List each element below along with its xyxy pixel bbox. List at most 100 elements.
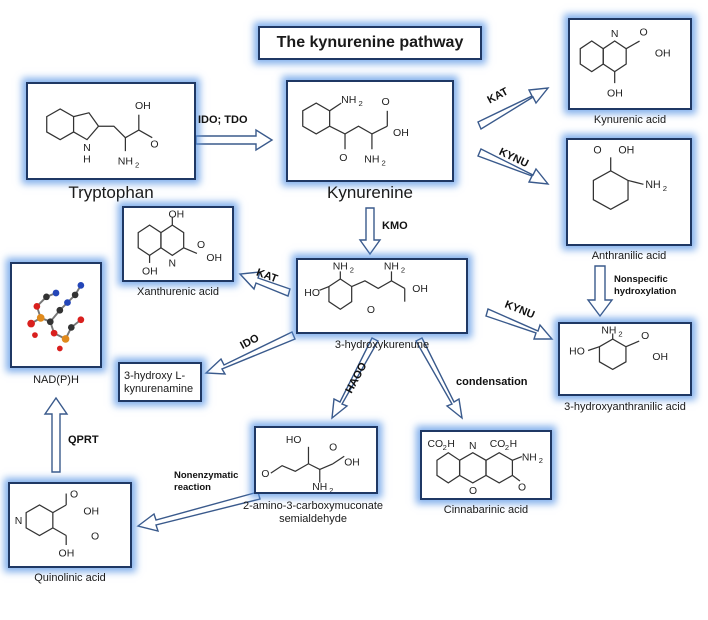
- 3haa-nh2-sub: 2: [618, 329, 622, 338]
- 3-hydroxyanthranilic-acid-label: 3-hydroxyanthranilic acid: [564, 401, 686, 413]
- cina-co2h-tail: H: [447, 439, 454, 450]
- cinnabarinic-acid-label: Cinnabarinic acid: [443, 504, 529, 516]
- anthranilic-acid-structure: O OH NH 2: [592, 144, 667, 211]
- kynurenine-box: NH 2 O O OH NH 2: [286, 80, 454, 182]
- kynurenic-acid-box: N O OH OH: [568, 18, 692, 110]
- atom-carbon: [46, 318, 54, 326]
- cina-co2h-label: CO: [428, 439, 444, 450]
- 3-hydroxyanthranilic-acid-box: NH 2 HO O OH: [558, 322, 692, 396]
- atom-oxygen: [27, 319, 35, 328]
- atom-nitrogen: [64, 299, 71, 306]
- 3haa-oh-label: OH: [652, 352, 668, 363]
- kyn-nh2-sub: 2: [358, 99, 362, 108]
- tryptophan-label: Tryptophan: [68, 183, 154, 202]
- trp-oh-label: OH: [135, 100, 151, 112]
- atom-oxygen: [56, 345, 63, 352]
- cina-co2h2-sub: 2: [505, 443, 509, 452]
- xa-n-label: N: [169, 259, 177, 270]
- kynurenine-label: Kynurenine: [326, 183, 413, 202]
- 3hk-ho-label: HO: [304, 288, 320, 299]
- cina-o-label: O: [469, 486, 477, 497]
- kyna-oh-label: OH: [655, 47, 671, 59]
- cinnabarinic-acid-box: CO 2 H CO 2 H N O NH 2 O: [420, 430, 552, 500]
- acms-structure: O HO O OH NH 2: [261, 435, 360, 492]
- aa-nh2-label: NH: [645, 179, 660, 191]
- trp-n-label: N: [83, 142, 91, 154]
- trp-nh2-sub: 2: [135, 160, 139, 169]
- arrow-trp-to-kyn: [195, 128, 274, 152]
- cina-co2h2-label: CO: [490, 439, 506, 450]
- xa-o-label: O: [197, 240, 205, 251]
- xa-oh-label: OH: [169, 209, 185, 220]
- xa-oh3-label: OH: [142, 266, 158, 277]
- atom-carbon: [43, 293, 50, 301]
- kyna-n-label: N: [611, 28, 619, 40]
- arrow-3hk-to-xanthurenic: [238, 271, 291, 297]
- cinnabarinic-acid-structure: CO 2 H CO 2 H N O NH 2 O: [428, 439, 543, 497]
- enzyme-ido-tdo: IDO; TDO: [198, 114, 248, 126]
- anthranilic-acid-box: O OH NH 2: [566, 138, 692, 246]
- acms-label: 2-amino-3-carboxymuconate semialdehyde: [242, 500, 383, 525]
- atom-carbon: [67, 324, 75, 331]
- kyn-oh-label: OH: [393, 127, 409, 139]
- kyn-nh2-label: NH: [341, 94, 356, 106]
- kyn-o-label: O: [339, 152, 347, 164]
- qa-n-label: N: [15, 516, 23, 527]
- qa-o2-label: O: [91, 531, 99, 542]
- aa-oh-label: OH: [618, 144, 634, 156]
- 3hk-oh-label: OH: [412, 284, 428, 295]
- 3hk-nh2-label: NH: [333, 261, 348, 272]
- arrow-anthranilic-to-3haa: [586, 265, 614, 318]
- nadph-label: NAD(P)H: [33, 374, 79, 386]
- xanthurenic-acid-structure: OH N O OH OH: [137, 209, 222, 277]
- acms-box: O HO O OH NH 2: [254, 426, 378, 494]
- enzyme-nonspecific-hydroxylation: Nonspecific hydroxylation: [614, 274, 677, 297]
- cina-co2h2-tail: H: [510, 439, 517, 450]
- arrow-kyn-to-anthranilic: [477, 148, 550, 185]
- diagram-title: The kynurenine pathway: [258, 26, 482, 60]
- atom-oxygen: [32, 332, 38, 338]
- atom-carbon: [71, 291, 79, 299]
- trp-h-label: H: [83, 154, 91, 166]
- cina-co2h-sub: 2: [443, 443, 447, 452]
- cina-nh2-sub: 2: [539, 456, 543, 465]
- enzyme-nonenzymatic-reaction: Nonenzymatic reaction: [174, 470, 239, 493]
- 3-hydroxy-l-kynurenamine-label: 3-hydroxy L-kynurenamine: [124, 370, 194, 395]
- nadph-ball-stick-model: [27, 282, 85, 352]
- atom-phosphorus: [36, 314, 45, 322]
- qa-o-label: O: [70, 489, 78, 500]
- 3hk-nh2-sub: 2: [350, 265, 354, 274]
- tryptophan-box: OH O NH 2 N H: [26, 82, 196, 180]
- 3-hydroxy-l-kynurenamine-box: 3-hydroxy L-kynurenamine: [118, 362, 202, 402]
- arrow-quinolinic-to-nadph: [43, 396, 69, 473]
- acms-oh-label: OH: [344, 458, 360, 469]
- 3hk-nh2b-label: NH: [384, 261, 399, 272]
- 3-hydroxyanthranilic-acid-structure: NH 2 HO O OH: [569, 325, 668, 371]
- acms-ho-label: HO: [286, 435, 302, 446]
- kynurenine-structure: NH 2 O O OH NH 2: [302, 94, 409, 168]
- arrow-3hk-to-cinnabarinic: [415, 337, 463, 420]
- atom-phosphorus: [61, 335, 70, 343]
- kyna-o-label: O: [640, 26, 648, 38]
- 3haa-nh2-label: NH: [601, 325, 616, 336]
- arrow-kyn-to-3hk: [358, 207, 382, 256]
- acms-nh2-sub: 2: [329, 486, 333, 492]
- kynurenic-acid-structure: N O OH OH: [579, 26, 671, 100]
- atom-carbon: [56, 306, 64, 314]
- trp-nh2-label: NH: [118, 156, 133, 168]
- tryptophan-structure: OH O NH 2 N H: [46, 100, 159, 169]
- arrow-3hk-to-kynurenamine: [204, 331, 296, 375]
- enzyme-kmo: KMO: [382, 220, 408, 232]
- kyn-nh2b-label: NH: [364, 154, 379, 166]
- 3-hydroxykynurenine-structure: HO NH 2 NH 2 O OH: [304, 261, 428, 316]
- acms-nh2-label: NH: [312, 482, 327, 492]
- cina-n-label: N: [469, 441, 476, 452]
- nadph-box: [10, 262, 102, 368]
- qa-oh2-label: OH: [59, 548, 75, 559]
- quinolinic-acid-box: N O OH O OH: [8, 482, 132, 568]
- aa-o-label: O: [593, 144, 601, 156]
- trp-o-label: O: [150, 138, 158, 150]
- arrow-3hk-to-3haa: [485, 308, 554, 340]
